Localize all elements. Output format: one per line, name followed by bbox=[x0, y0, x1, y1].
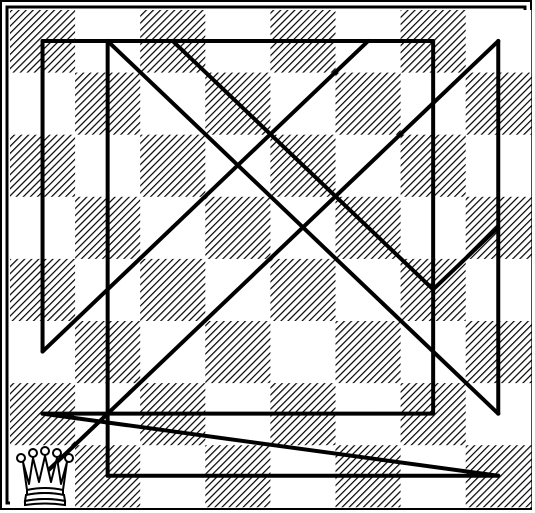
square-c4[interactable] bbox=[140, 258, 206, 321]
square-d5[interactable] bbox=[205, 196, 271, 259]
white-queen-icon[interactable] bbox=[17, 447, 73, 505]
square-f3[interactable] bbox=[336, 321, 402, 384]
square-e4[interactable] bbox=[270, 258, 336, 321]
square-e3[interactable] bbox=[270, 321, 336, 384]
square-c6[interactable] bbox=[140, 134, 206, 197]
square-d3[interactable] bbox=[205, 321, 271, 384]
square-f7[interactable] bbox=[336, 72, 402, 135]
